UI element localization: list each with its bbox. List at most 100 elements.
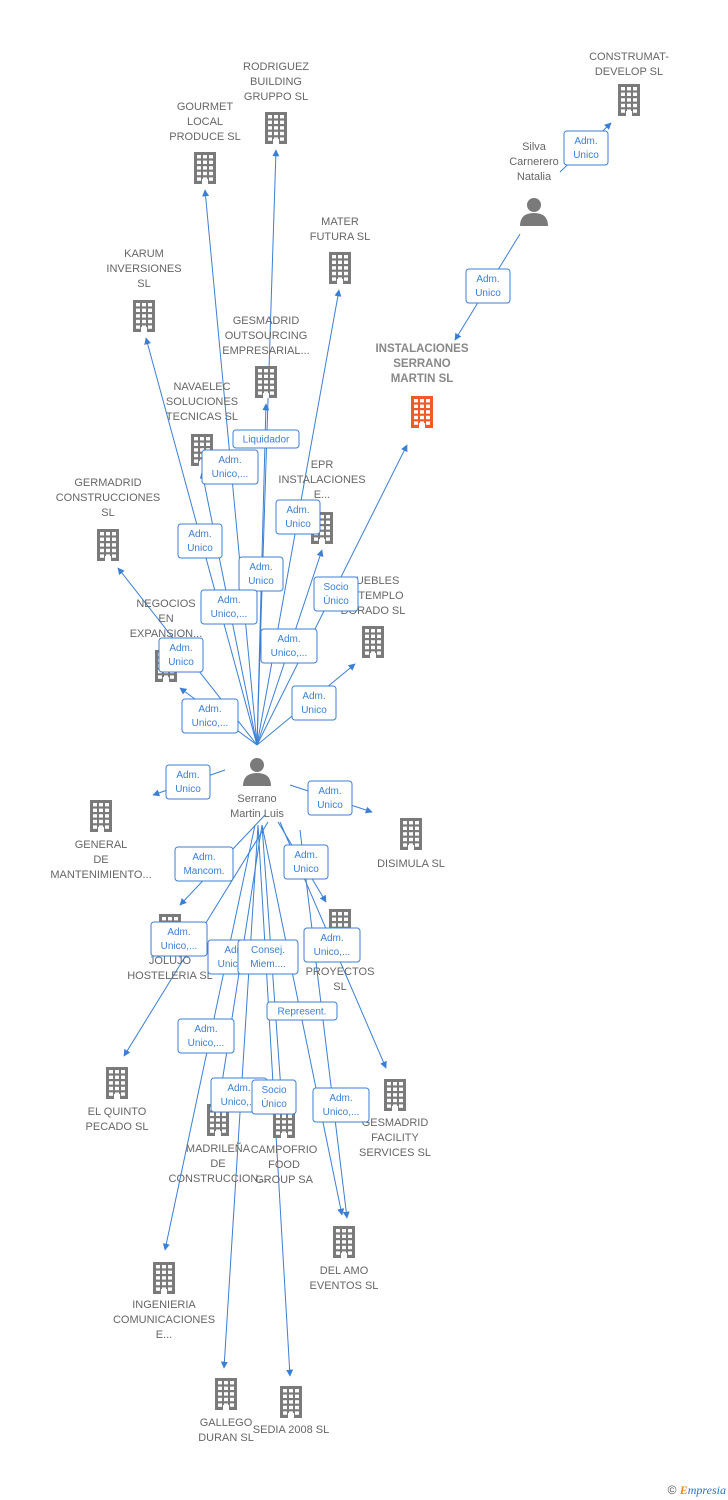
building-window <box>112 537 116 541</box>
role-badge-label: Unico <box>293 864 319 875</box>
building-window <box>142 314 146 318</box>
role-badge[interactable]: Adm.Unico <box>165 764 211 800</box>
building-window <box>112 554 116 558</box>
role-badge-label: Represent. <box>278 1007 327 1018</box>
role-badge[interactable]: Adm.Unico <box>177 523 223 559</box>
role-badge[interactable]: Represent. <box>266 1001 338 1021</box>
role-badge[interactable]: Adm.Unico,... <box>303 927 361 963</box>
building-window <box>338 912 342 916</box>
role-badge[interactable]: Adm.Unico,... <box>200 589 258 625</box>
role-badge[interactable]: Adm.Mancom. <box>174 846 234 882</box>
person-head <box>527 198 541 212</box>
role-badge[interactable]: Consej.Miem.... <box>237 939 299 975</box>
node-ingenieria[interactable]: INGENIERIACOMUNICACIONESE... <box>113 1262 215 1341</box>
node-gesmadrid_out[interactable]: GESMADRIDOUTSOURCINGEMPRESARIAL... <box>222 315 310 398</box>
node-label: SOLUCIONES <box>166 396 238 408</box>
building-window <box>342 1240 346 1244</box>
role-badge[interactable]: Adm.Unico,... <box>312 1087 370 1123</box>
person-head <box>250 758 264 772</box>
building-window <box>100 543 104 547</box>
building-window <box>288 1131 292 1135</box>
person-icon <box>520 198 548 226</box>
building-window <box>280 120 284 124</box>
building-window <box>289 1389 293 1393</box>
building-window <box>377 645 381 650</box>
role-badge[interactable]: Adm.Unico,... <box>150 921 208 957</box>
building-window <box>314 537 318 541</box>
building-window <box>168 917 172 921</box>
node-sedia[interactable]: SEDIA 2008 SL <box>253 1386 329 1436</box>
building-window <box>414 404 418 408</box>
building-icon <box>97 529 119 561</box>
role-badge[interactable]: Adm.Unico <box>238 556 284 592</box>
building-window <box>216 1118 220 1122</box>
building-window <box>282 1125 286 1130</box>
node-general[interactable]: GENERALDEMANTENIMIENTO... <box>50 800 152 881</box>
role-badge[interactable]: Adm.Unico <box>307 780 353 816</box>
building-window <box>258 374 262 378</box>
role-badge[interactable]: Adm.Unico <box>158 637 204 673</box>
brand-logo-initial[interactable]: E <box>679 1483 688 1497</box>
node-label: DEL AMO <box>320 1265 369 1277</box>
building-window <box>109 1081 113 1085</box>
building-window <box>348 1229 352 1233</box>
building-window <box>276 1125 280 1130</box>
role-badge[interactable]: Adm.Unico,... <box>260 628 318 664</box>
building-window <box>326 537 330 541</box>
node-label: OUTSOURCING <box>225 330 308 342</box>
role-badge-label: Adm. <box>574 136 597 147</box>
building-window <box>403 832 407 836</box>
footer-credit: © Empresia <box>668 1483 726 1498</box>
role-badge[interactable]: Adm.Unico,... <box>201 449 259 485</box>
node-disimula[interactable]: DISIMULA SL <box>377 818 445 870</box>
building-window <box>230 1392 234 1396</box>
role-badge[interactable]: Adm.Unico <box>465 268 511 304</box>
role-badge-box <box>313 576 359 612</box>
node-label: EL QUINTO <box>88 1106 147 1118</box>
role-badge[interactable]: Adm.Unico,... <box>181 698 239 734</box>
role-badge[interactable]: Adm.Unico <box>275 499 321 535</box>
building-window <box>283 1400 287 1404</box>
role-badge[interactable]: Adm.Unico,... <box>177 1018 235 1054</box>
role-badge-label: Unico,... <box>218 959 255 970</box>
building-window <box>194 448 198 452</box>
role-badge[interactable]: Liquidador <box>232 429 300 449</box>
building-window <box>115 1070 119 1074</box>
role-badge[interactable]: Adm.Unico <box>291 685 337 721</box>
node-epr[interactable]: EPRINSTALACIONESE... <box>278 459 366 544</box>
brand-logo-text[interactable]: mpresia <box>687 1483 726 1497</box>
building-window <box>210 1112 214 1116</box>
node-construmat[interactable]: CONSTRUMAT-DEVELOP SL <box>589 51 669 116</box>
node-label: FACILITY <box>371 1132 419 1144</box>
building-window <box>270 369 274 373</box>
building-window <box>414 399 418 403</box>
building-window <box>268 115 272 119</box>
role-badge[interactable]: Adm.Unico <box>283 844 329 880</box>
building-window <box>415 843 419 847</box>
role-badge[interactable]: Adm.Unico <box>563 130 609 166</box>
node-label: LOCAL <box>187 116 223 128</box>
building-window <box>168 1276 172 1280</box>
building-door <box>370 653 376 658</box>
building-window <box>348 1245 352 1250</box>
building-window <box>326 515 330 519</box>
building-icon <box>411 396 433 428</box>
building-window <box>105 825 109 829</box>
